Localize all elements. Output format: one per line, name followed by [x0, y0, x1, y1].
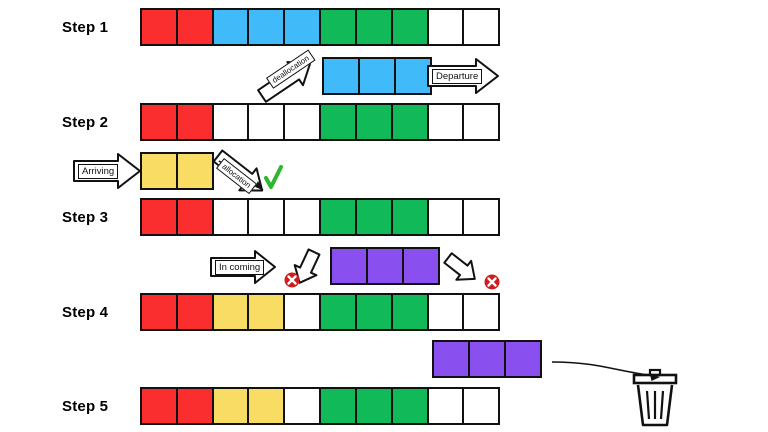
- arriving-label: Arriving: [78, 164, 119, 179]
- deallocation-departure-cell-1: [357, 57, 396, 95]
- arriving-blocks: [140, 152, 214, 190]
- step-1-cell-6: [354, 8, 393, 46]
- step-label-1: Step 1: [62, 19, 109, 36]
- step-4-cell-8: [426, 293, 465, 331]
- step-3-cell-7: [390, 198, 429, 236]
- step-4-cell-6: [354, 293, 393, 331]
- departure-label: Departure: [432, 69, 483, 84]
- step-label-3: Step 3: [62, 209, 109, 226]
- deallocation-departure-cell-0: [322, 57, 360, 95]
- step-5-cell-7: [390, 387, 429, 425]
- step-5-cell-5: [319, 387, 358, 425]
- memory-row-step-1: [140, 8, 501, 46]
- step-2-cell-4: [283, 103, 322, 141]
- step-2-cell-1: [175, 103, 214, 141]
- step-4-cell-9: [462, 293, 501, 331]
- step-4-cell-0: [140, 293, 178, 331]
- step-label-2: Step 2: [62, 114, 109, 131]
- memory-row-step-3: [140, 198, 501, 236]
- step-1-cell-5: [319, 8, 358, 46]
- step-3-cell-0: [140, 198, 178, 236]
- arriving-allocation-cell-1: [175, 152, 214, 190]
- step-2-cell-6: [354, 103, 393, 141]
- incoming-rejected-cell-2: [401, 247, 440, 285]
- memory-row-step-2: [140, 103, 501, 141]
- step-4-cell-4: [283, 293, 322, 331]
- step-3-cell-4: [283, 198, 322, 236]
- step-1-cell-8: [426, 8, 465, 46]
- step-3-cell-3: [247, 198, 286, 236]
- discarded-blocks: [432, 340, 542, 378]
- step-4-cell-1: [175, 293, 214, 331]
- step-3-cell-5: [319, 198, 358, 236]
- incoming-rejected-cell-0: [330, 247, 368, 285]
- discard-to-trash-cell-1: [467, 340, 506, 378]
- step-5-cell-8: [426, 387, 465, 425]
- memory-row-step-5: [140, 387, 501, 425]
- step-5-cell-4: [283, 387, 322, 425]
- step-4-cell-3: [247, 293, 286, 331]
- step-label-4: Step 4: [62, 304, 109, 321]
- step-1-cell-9: [462, 8, 501, 46]
- step-2-cell-9: [462, 103, 501, 141]
- step-label-5: Step 5: [62, 398, 109, 415]
- step-5-cell-0: [140, 387, 178, 425]
- step-5-cell-2: [211, 387, 250, 425]
- step-1-cell-4: [283, 8, 322, 46]
- trash-can-icon: [632, 368, 678, 427]
- step-2-cell-8: [426, 103, 465, 141]
- step-5-cell-6: [354, 387, 393, 425]
- incoming-label: In coming: [215, 260, 265, 275]
- step-3-cell-9: [462, 198, 501, 236]
- deallocation-departure-cell-2: [393, 57, 432, 95]
- departing-blocks: [322, 57, 432, 95]
- discard-to-trash-cell-0: [432, 340, 470, 378]
- step-5-cell-9: [462, 387, 501, 425]
- step-5-cell-1: [175, 387, 214, 425]
- step-1-cell-1: [175, 8, 214, 46]
- step-5-cell-3: [247, 387, 286, 425]
- step-4-cell-5: [319, 293, 358, 331]
- memory-row-step-4: [140, 293, 501, 331]
- discard-to-trash-cell-2: [503, 340, 542, 378]
- incoming-blocks: [330, 247, 440, 285]
